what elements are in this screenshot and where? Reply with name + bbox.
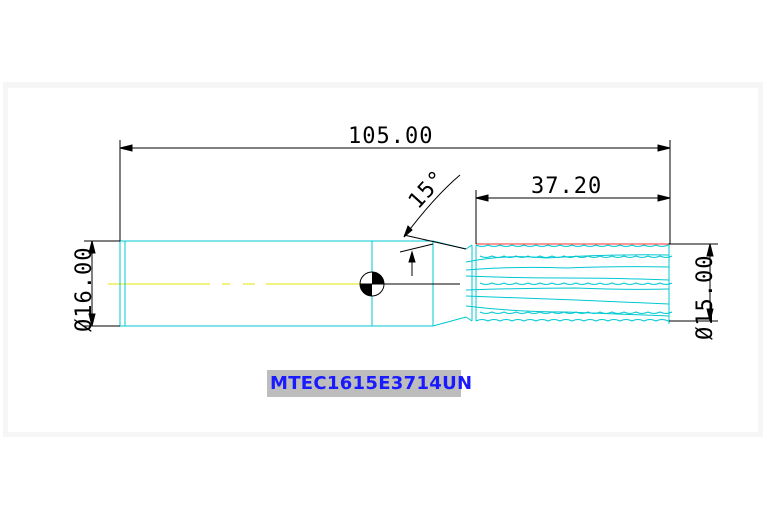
center-mark-symbol	[359, 271, 460, 297]
thread-length-dimension	[475, 190, 671, 244]
overall-length-text: 105.00	[348, 124, 433, 149]
thread-section	[465, 243, 673, 324]
thread-diameter-dimension	[669, 243, 718, 322]
shank-diameter-dimension	[84, 240, 120, 327]
thread-length-text: 37.20	[531, 174, 602, 199]
chamfer-angle-dimension	[399, 174, 467, 276]
thread-diameter-text: Ø15.00	[693, 255, 718, 340]
part-number-label: MTEC1615E3714UN	[267, 370, 472, 397]
shank-diameter-text: Ø16.00	[72, 247, 97, 332]
